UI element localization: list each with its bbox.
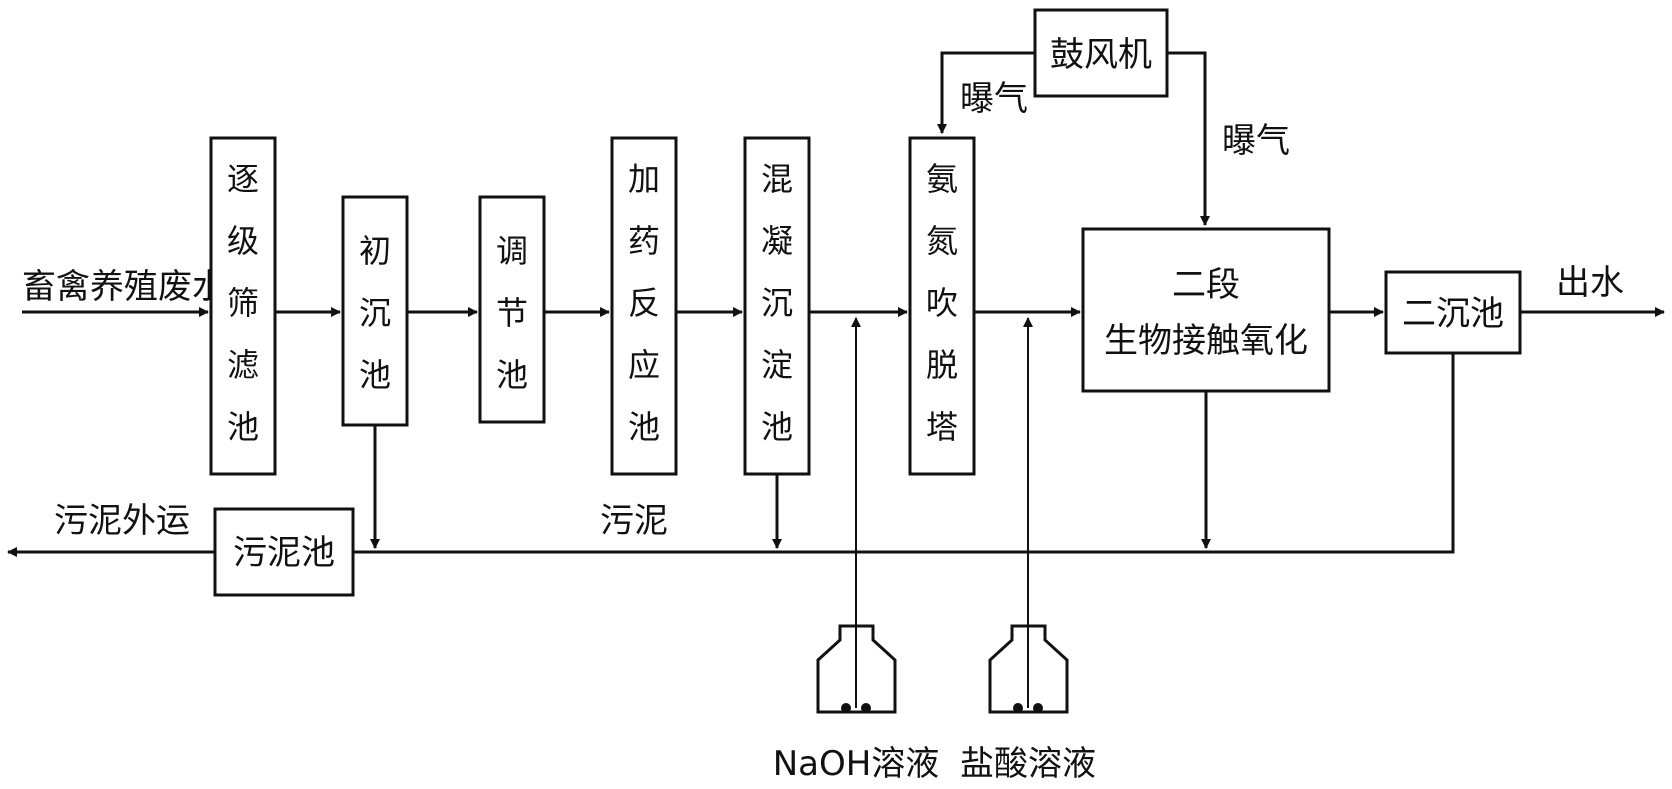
coagulation-settling-unit: 混 凝 沉 淀 池 (743, 136, 811, 476)
screen-filter-box (209, 136, 277, 476)
ammonia-stripping-c1: 氨 (926, 160, 958, 198)
dosing-reaction-box (610, 136, 678, 476)
screen-filter-c3: 筛 (227, 284, 259, 322)
secondary-settling-unit: 二沉池 (1384, 270, 1522, 355)
equalization-box (478, 195, 546, 424)
secondary-settling-label: 二沉池 (1402, 294, 1504, 334)
coagulation-settling-c2: 凝 (761, 222, 793, 260)
equalization-unit: 调 节 池 (478, 195, 546, 424)
screen-filter-c5: 池 (227, 408, 259, 446)
sludge-out-label: 污泥外运 (54, 501, 190, 541)
naoh-stirrer-left (841, 703, 851, 713)
screen-filter-c2: 级 (227, 222, 259, 260)
primary-settling-c3: 池 (359, 356, 391, 394)
hcl-label: 盐酸溶液 (960, 744, 1096, 784)
dosing-reaction-unit: 加 药 反 应 池 (610, 136, 678, 476)
dosing-reaction-c5: 池 (628, 408, 660, 446)
bio-contact-line1: 二段 (1172, 265, 1240, 305)
equalization-c2: 节 (496, 294, 528, 332)
screen-filter-c4: 滤 (227, 346, 259, 384)
aeration-arrow-right (1167, 51, 1210, 226)
dosing-reaction-c4: 应 (628, 346, 660, 384)
screen-filter-c1: 逐 (227, 160, 259, 198)
ammonia-stripping-c4: 脱 (926, 346, 958, 384)
ammonia-stripping-unit: 氨 氮 吹 脱 塔 (908, 136, 976, 476)
blower-label: 鼓风机 (1050, 35, 1152, 75)
bio-contact-oxidation-unit: 二段 生物接触氧化 (1081, 227, 1331, 393)
ammonia-stripping-c3: 吹 (926, 284, 958, 322)
coagulation-settling-c5: 池 (761, 408, 793, 446)
aeration-arrow-left (937, 51, 1035, 134)
input-label: 畜禽养殖废水 (22, 267, 226, 307)
primary-settling-unit: 初 沉 池 (341, 195, 409, 427)
primary-settling-c1: 初 (359, 232, 391, 270)
hcl-stirrer-right (1033, 703, 1043, 713)
sludge-main-line (352, 353, 1455, 554)
coagulation-settling-c1: 混 (761, 160, 793, 198)
equalization-c1: 调 (496, 232, 528, 270)
naoh-dosing-tank (816, 624, 897, 714)
hcl-stirrer-left (1013, 703, 1023, 713)
equalization-c3: 池 (496, 356, 528, 394)
sludge-tank-box (213, 507, 355, 597)
ammonia-stripping-box (908, 136, 976, 476)
bio-contact-line2: 生物接触氧化 (1104, 321, 1308, 361)
aeration-label-right: 曝气 (1222, 121, 1290, 161)
bio-contact-box (1081, 227, 1331, 393)
sludge-tank-label: 污泥池 (233, 533, 335, 573)
naoh-label: NaOH溶液 (773, 744, 940, 784)
dosing-reaction-c2: 药 (628, 222, 660, 260)
dosing-reaction-c1: 加 (628, 160, 660, 198)
coagulation-settling-c3: 沉 (761, 284, 793, 322)
screen-filter-unit: 逐 级 筛 滤 池 (209, 136, 277, 476)
primary-settling-c2: 沉 (359, 294, 391, 332)
dosing-reaction-c3: 反 (628, 284, 660, 322)
naoh-stirrer-right (861, 703, 871, 713)
coagulation-settling-c4: 淀 (761, 346, 793, 384)
ammonia-stripping-c2: 氮 (926, 222, 958, 260)
ammonia-stripping-c5: 塔 (926, 408, 958, 446)
sludge-label: 污泥 (600, 501, 668, 541)
blower-unit: 鼓风机 (1033, 8, 1169, 98)
aeration-label-left: 曝气 (960, 79, 1028, 119)
coagulation-settling-box (743, 136, 811, 476)
hcl-dosing-tank (988, 624, 1069, 714)
output-label: 出水 (1556, 263, 1624, 303)
sludge-tank-unit: 污泥池 (213, 507, 355, 597)
